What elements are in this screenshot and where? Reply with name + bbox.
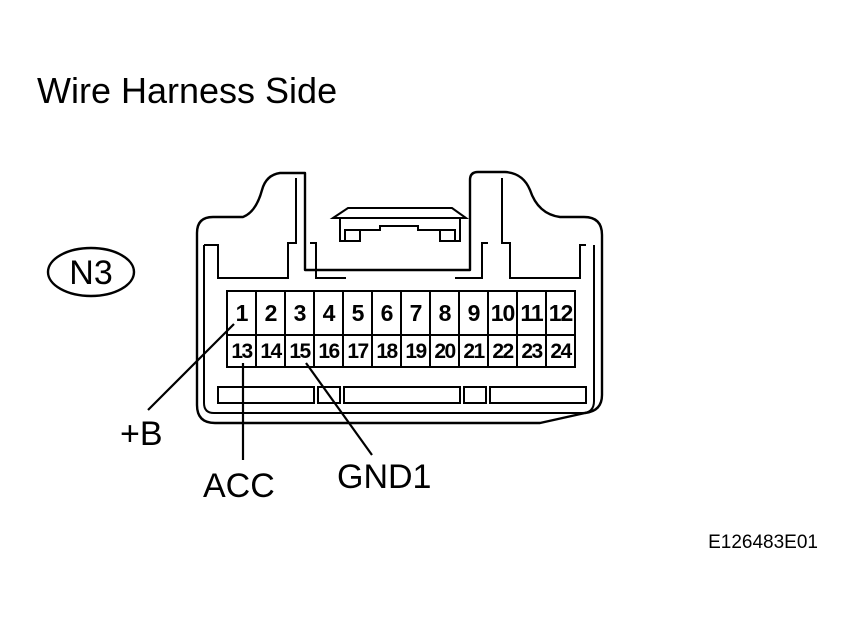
pin-number-23: 23 — [521, 340, 542, 363]
connector-housing — [195, 170, 604, 425]
pin-number-9: 9 — [468, 300, 480, 326]
pin-number-5: 5 — [352, 300, 365, 326]
pin-number-21: 21 — [463, 340, 485, 363]
pin-number-12: 12 — [549, 300, 573, 326]
pin-number-11: 11 — [520, 300, 544, 326]
pin-number-8: 8 — [439, 300, 452, 326]
pin-number-14: 14 — [260, 340, 282, 363]
pin-number-17: 17 — [347, 340, 368, 363]
pin-cell-24 — [545, 334, 576, 368]
pin-number-7: 7 — [410, 300, 422, 326]
reference-code: E126483E01 — [708, 532, 818, 553]
pin-number-16: 16 — [318, 340, 339, 363]
pin-number-13: 13 — [231, 340, 252, 363]
diagram-title: Wire Harness Side — [37, 70, 337, 111]
label-acc: ACC — [203, 467, 275, 505]
pin-number-6: 6 — [381, 300, 393, 326]
leader-plus-b — [147, 323, 235, 411]
pin-number-24: 24 — [550, 340, 572, 363]
pin-number-18: 18 — [376, 340, 398, 363]
leader-lines — [147, 323, 373, 460]
label-gnd1: GND1 — [337, 458, 431, 496]
pin-number-10: 10 — [491, 300, 515, 326]
pin-number-22: 22 — [492, 340, 513, 363]
pin-number-20: 20 — [434, 340, 455, 363]
connector-id-label: N3 — [69, 254, 112, 292]
leader-gnd1 — [305, 362, 373, 456]
pin-number-4: 4 — [323, 300, 336, 326]
connector-id-badge: N3 — [46, 246, 136, 298]
pin-number-2: 2 — [265, 300, 277, 326]
pin-number-1: 1 — [236, 300, 249, 326]
pin-number-15: 15 — [289, 340, 311, 363]
pin-number-3: 3 — [294, 300, 306, 326]
pin-number-19: 19 — [405, 340, 426, 363]
label-plus-b: +B — [120, 415, 163, 453]
